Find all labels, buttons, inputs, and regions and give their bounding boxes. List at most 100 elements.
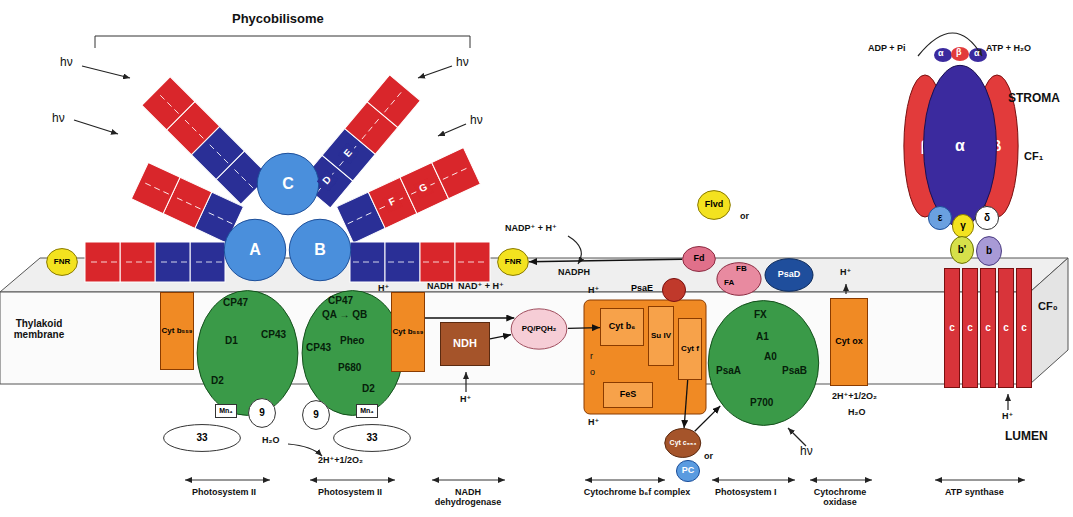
- annotation-label: hν: [470, 114, 483, 127]
- subunit-label: E: [342, 148, 354, 160]
- rod-disc: [120, 242, 155, 282]
- annotation-label: H⁺: [588, 286, 599, 296]
- subunit-label: PsaD: [778, 270, 801, 279]
- round-subunit: FNR: [497, 248, 529, 276]
- subunit-label: 9: [313, 410, 319, 421]
- subunit-shape: [950, 237, 973, 264]
- subunit-shape: [928, 206, 951, 229]
- rod-disc-line: [353, 262, 382, 263]
- subunit-shape: [698, 191, 731, 220]
- bracket-arrow: [432, 480, 505, 481]
- subunit-label: FX: [754, 310, 767, 321]
- rod-disc: [420, 242, 455, 282]
- annotation-label: β: [956, 48, 962, 58]
- subunit-label: Pheo: [340, 336, 364, 347]
- cyt-b6f-body: [584, 300, 706, 414]
- round-subunit: Cyt c₅₅₃: [664, 428, 702, 458]
- subunit-label: ε: [938, 213, 943, 224]
- rod-disc: [190, 242, 225, 282]
- round-subunit: CP47QA → QBCP43PheoP680D2: [300, 288, 405, 418]
- phycobilisome-rod: [350, 242, 490, 282]
- rod-disc-line: [362, 117, 381, 139]
- subunit-label: CP47: [223, 298, 248, 309]
- reaction-arrow: [568, 236, 581, 264]
- annotation-label: NADH: [427, 282, 453, 292]
- subunit-shape: [975, 206, 998, 229]
- subunit-shape: [662, 278, 685, 301]
- light-arrow: [74, 120, 118, 134]
- rod-disc-line: [458, 262, 487, 263]
- box-subunit: Cyt b₅₅₉: [391, 292, 425, 372]
- rod-disc-line: [208, 143, 229, 164]
- round-subunit: FXA1A0PsaAPsaBP700: [706, 298, 821, 428]
- subunit-shape: [676, 460, 699, 481]
- rod-disc: [142, 77, 195, 130]
- rod-disc: [131, 162, 180, 213]
- subunit-shape: [717, 263, 761, 296]
- subunit-label: A0: [764, 352, 777, 363]
- proton-arrow: [465, 372, 466, 392]
- rod-disc-line: [423, 262, 452, 263]
- annotation-label: r: [590, 352, 593, 362]
- subunit-label: FNR: [505, 258, 521, 266]
- rod-disc-line: [232, 167, 253, 188]
- annotation-label: H⁺: [840, 268, 851, 278]
- box-subunit: c: [980, 268, 996, 388]
- proton-arrow: [845, 284, 846, 294]
- box-subunit: c: [998, 268, 1014, 388]
- annotation-label: hν: [456, 56, 469, 69]
- annotation-label: o: [590, 368, 595, 378]
- rod-disc-line: [193, 262, 222, 263]
- bracket-arrow: [310, 480, 395, 481]
- subunit-shape: [257, 153, 318, 214]
- subunit-label: PC: [682, 466, 695, 475]
- round-subunit: 9: [248, 398, 276, 428]
- subunit-label: A: [249, 242, 261, 259]
- round-subunit: 9: [302, 400, 330, 430]
- annotation-label: hν: [800, 445, 813, 458]
- round-subunit: PQ/PQH₂: [510, 308, 568, 350]
- subunit-label: δ: [984, 213, 990, 224]
- subunit-label: F: [388, 196, 398, 208]
- annotation-label: H⁺: [1002, 412, 1013, 422]
- annotation-label: ADP + Pi: [868, 44, 906, 54]
- subunit-shape: [47, 249, 78, 276]
- subunit-shape: [924, 65, 997, 226]
- subunit-label: CP43: [261, 330, 286, 341]
- annotation-label: H⁺: [588, 418, 599, 428]
- subunit-label: α: [955, 138, 965, 155]
- annotation-label: or: [740, 212, 749, 222]
- subunit-shape: [977, 237, 1002, 266]
- box-subunit: Cyt ox: [830, 298, 868, 386]
- round-subunit: CP47D1D2CP43: [195, 288, 300, 418]
- box-subunit: Mn₄: [356, 404, 378, 418]
- annotation-label: Photosystem I: [715, 488, 777, 498]
- annotation-label: α: [938, 49, 944, 59]
- annotation-label: 2H⁺+1/2O₂: [832, 392, 877, 402]
- round-subunit: α: [922, 62, 998, 230]
- subunit-label: Cyt b₅₅₉: [162, 327, 193, 335]
- beta-subunit: [951, 47, 969, 61]
- subunit-label: P680: [338, 363, 361, 374]
- box-subunit: c: [962, 268, 978, 388]
- subunit-label: FeS: [620, 390, 637, 399]
- round-subunit: ε: [928, 206, 952, 230]
- subunit-label: D1: [225, 336, 238, 347]
- box-subunit: Su IV: [648, 306, 674, 366]
- subunit-shape: [164, 425, 241, 452]
- annotation-label: NADPH: [558, 268, 590, 278]
- rod-disc-line: [206, 211, 232, 223]
- rod-disc: [432, 148, 481, 199]
- subunit-shape: [249, 399, 276, 428]
- subunit-label: Cyt ox: [835, 337, 863, 346]
- annotation-label: hν: [52, 112, 65, 125]
- round-subunit: δ: [975, 206, 999, 230]
- annotation-label: Photosystem II: [192, 488, 256, 498]
- subunit-label: b: [986, 246, 992, 257]
- box-subunit: Cyt b₆: [600, 308, 644, 346]
- phycobilisome-rod: [131, 162, 243, 243]
- subunit-label: 9: [259, 408, 265, 419]
